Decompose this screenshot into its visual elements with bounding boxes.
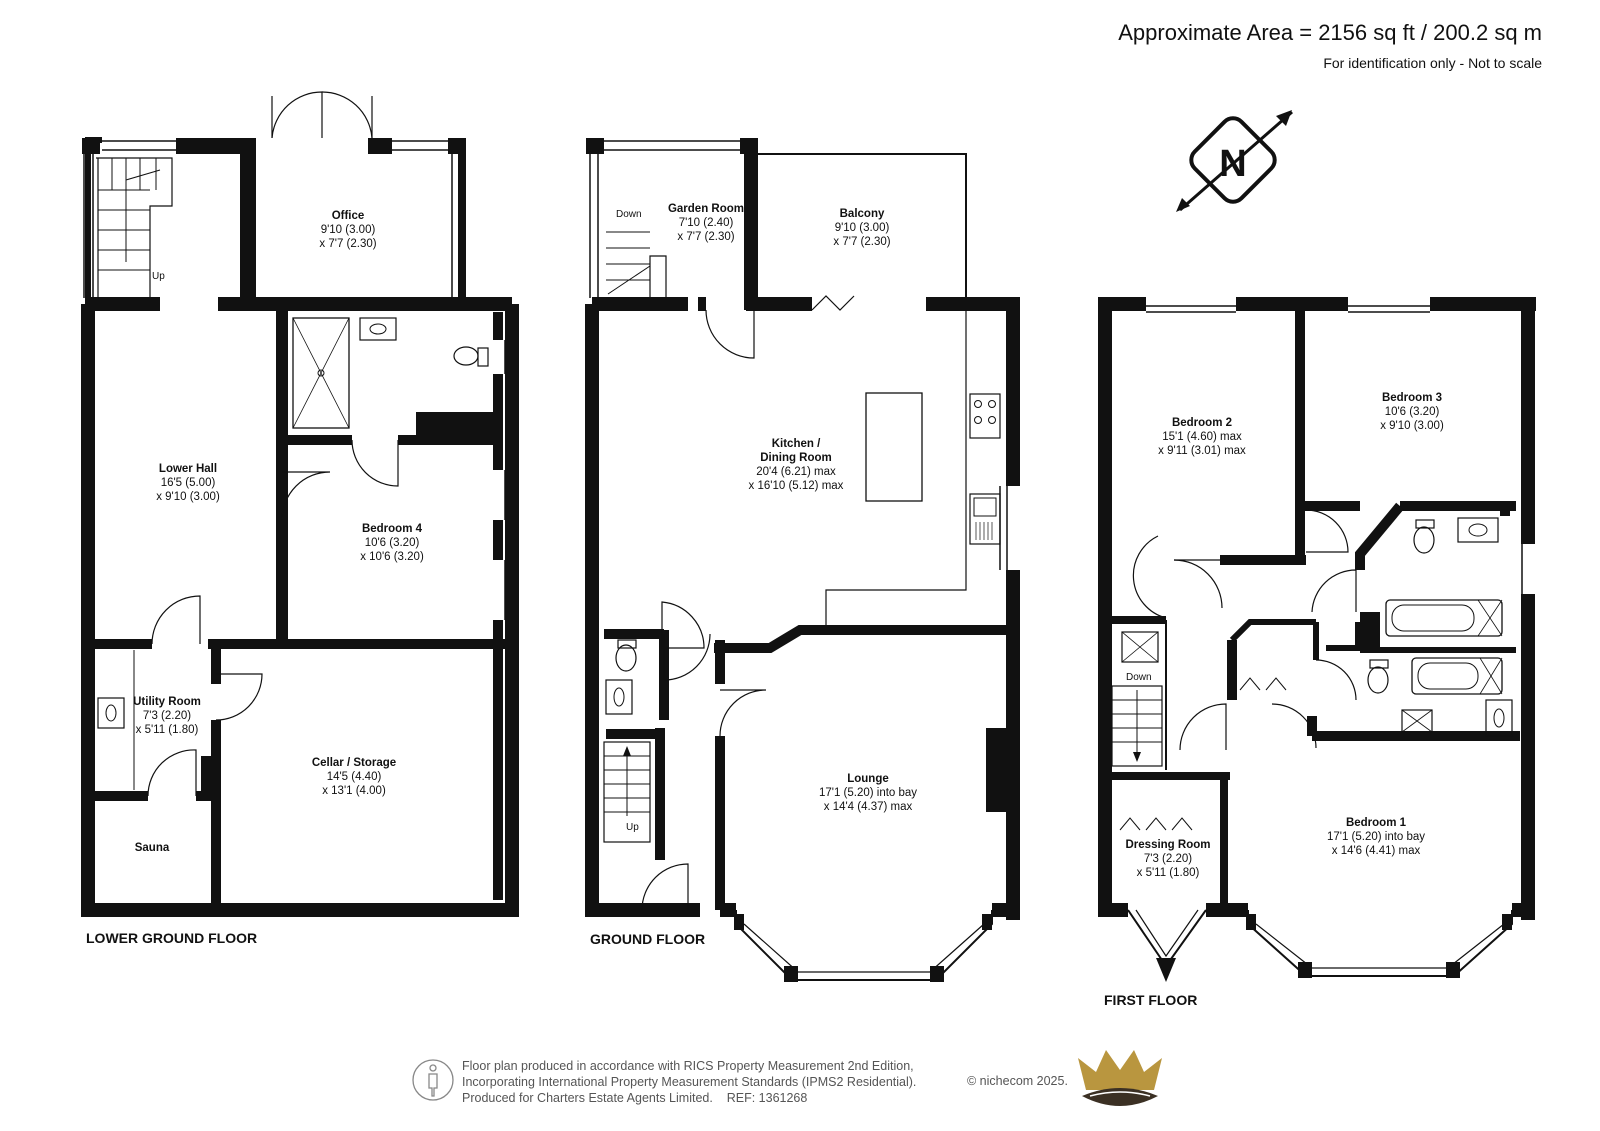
compass-letter: N — [1219, 143, 1246, 185]
room-name-garden-room: Garden Room — [668, 203, 744, 215]
north-compass-icon: N — [1176, 110, 1293, 212]
room-dim-cellar-2: x 13'1 (4.00) — [322, 785, 386, 797]
footer-notes: Floor plan produced in accordance with R… — [462, 1058, 916, 1106]
room-dim-dressing-room-1: 7'3 (2.20) — [1144, 853, 1192, 865]
room-dim-kitchen-1: 20'4 (6.21) max — [756, 466, 836, 478]
ground-floor — [585, 138, 1020, 982]
room-name-utility: Utility Room — [133, 696, 201, 708]
room-dim-bedroom-2-1: 15'1 (4.60) max — [1162, 431, 1242, 443]
crown-logo-icon — [1078, 1050, 1162, 1106]
room-dim-lounge-1: 17'1 (5.20) into bay — [819, 787, 917, 799]
room-dim-balcony-2: x 7'7 (2.30) — [833, 236, 890, 248]
room-name-lower-hall: Lower Hall — [159, 463, 217, 475]
room-dim-bedroom-3-1: 10'6 (3.20) — [1385, 406, 1440, 418]
room-name-kitchen-2: Dining Room — [760, 452, 832, 464]
floor-label-lower-ground: LOWER GROUND FLOOR — [86, 930, 257, 946]
room-name-bedroom-1: Bedroom 1 — [1346, 817, 1407, 829]
first-floor-room-labels: Bedroom 2 15'1 (4.60) max x 9'11 (3.01) … — [1104, 392, 1444, 1008]
room-dim-office-1: 9'10 (3.00) — [321, 224, 376, 236]
room-dim-bedroom-1-2: x 14'6 (4.41) max — [1332, 845, 1421, 857]
room-name-lounge: Lounge — [847, 773, 889, 785]
room-dim-utility-2: x 5'11 (1.80) — [136, 724, 199, 736]
room-name-balcony: Balcony — [840, 208, 885, 220]
lower-ground-room-labels: Office 9'10 (3.00) x 7'7 (2.30) Up Lower… — [86, 210, 424, 946]
stairs-down-label-first: Down — [1126, 672, 1152, 683]
lower-ground-floor — [81, 91, 519, 917]
room-name-dressing-room: Dressing Room — [1126, 839, 1211, 851]
footer-line-2: Incorporating International Property Mea… — [462, 1075, 917, 1089]
ground-floor-room-labels: Down Garden Room 7'10 (2.40) x 7'7 (2.30… — [590, 203, 917, 947]
room-dim-cellar-1: 14'5 (4.40) — [327, 771, 382, 783]
person-icon — [412, 1059, 454, 1101]
room-dim-bedroom-4-2: x 10'6 (3.20) — [360, 551, 424, 563]
copyright: © nichecom 2025. — [967, 1074, 1068, 1088]
room-dim-lower-hall-1: 16'5 (5.00) — [161, 477, 216, 489]
room-dim-lower-hall-2: x 9'10 (3.00) — [156, 491, 220, 503]
room-dim-balcony-1: 9'10 (3.00) — [835, 222, 890, 234]
room-name-bedroom-2: Bedroom 2 — [1172, 417, 1232, 429]
room-dim-bedroom-3-2: x 9'10 (3.00) — [1380, 420, 1444, 432]
room-dim-lounge-2: x 14'4 (4.37) max — [824, 801, 913, 813]
footer-line-3: Produced for Charters Estate Agents Limi… — [462, 1091, 808, 1105]
room-dim-bedroom-2-2: x 9'11 (3.01) max — [1158, 445, 1246, 457]
stairs-up-label-ground: Up — [626, 822, 639, 833]
room-dim-dressing-room-2: x 5'11 (1.80) — [1137, 867, 1200, 879]
room-dim-bedroom-1-1: 17'1 (5.20) into bay — [1327, 831, 1425, 843]
room-name-bedroom-4: Bedroom 4 — [362, 523, 423, 535]
scale-disclaimer: For identification only - Not to scale — [1323, 55, 1542, 71]
room-dim-utility-1: 7'3 (2.20) — [143, 710, 191, 722]
room-dim-office-2: x 7'7 (2.30) — [319, 238, 376, 250]
floor-label-first: FIRST FLOOR — [1104, 992, 1197, 1008]
room-dim-garden-room-1: 7'10 (2.40) — [679, 217, 734, 229]
room-name-sauna: Sauna — [135, 842, 170, 854]
room-dim-kitchen-2: x 16'10 (5.12) max — [749, 480, 844, 492]
footer-line-1: Floor plan produced in accordance with R… — [462, 1059, 914, 1073]
room-name-office: Office — [332, 210, 365, 222]
room-name-kitchen-1: Kitchen / — [772, 438, 821, 450]
stairs-up-label: Up — [152, 271, 165, 282]
approximate-area-title: Approximate Area = 2156 sq ft / 200.2 sq… — [1118, 20, 1542, 45]
room-name-bedroom-3: Bedroom 3 — [1382, 392, 1442, 404]
room-name-cellar: Cellar / Storage — [312, 757, 396, 769]
first-floor — [1098, 297, 1536, 982]
room-dim-bedroom-4-1: 10'6 (3.20) — [365, 537, 420, 549]
floor-label-ground: GROUND FLOOR — [590, 931, 705, 947]
room-dim-garden-room-2: x 7'7 (2.30) — [677, 231, 734, 243]
stairs-down-label: Down — [616, 209, 642, 220]
